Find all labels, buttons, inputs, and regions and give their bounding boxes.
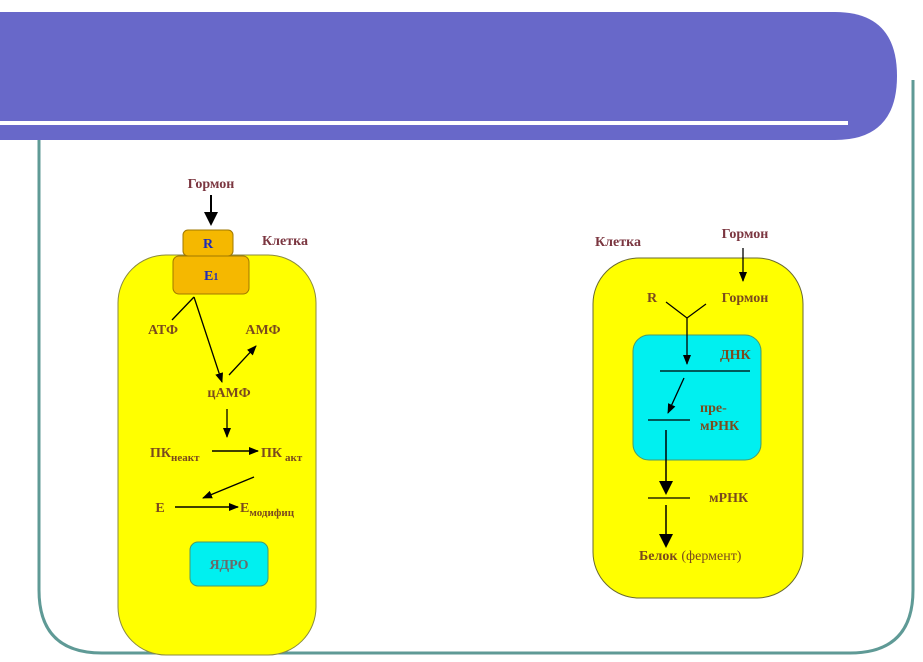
nucleus-box [632,334,762,461]
pk-inactive-label: ПКнеакт [150,446,200,464]
receptor-label: R [203,237,214,252]
amp-label: АМФ [245,323,280,338]
hormone-inside-label: Гормон [722,291,769,306]
title-underline [0,121,848,125]
slide-frame [37,80,915,655]
title-band [0,12,897,140]
receptor-label: R [647,291,658,306]
nucleus-box [189,541,269,587]
pk-to-enzyme-arrow [202,476,255,499]
cell-label: Клетка [595,235,641,250]
enzyme-box [172,255,250,295]
pre-mrna-label-2: мРНК [700,419,740,434]
atp-line [171,296,195,321]
atp-label: АТФ [148,323,178,338]
hormone-label: Гормон [188,177,235,192]
hormone-outside-label: Гормон [722,227,769,242]
camp-to-amp-arrow [228,345,257,376]
pre-mrna-label-1: пре- [700,401,727,416]
enzyme-label: E1 [204,269,218,284]
dna-label: ДНК [720,348,752,363]
cell-label: Клетка [262,234,308,249]
e-modified-label: Eмодифиц [240,501,295,519]
mrna-label: мРНК [709,491,749,506]
camp-label: цАМФ [207,386,250,401]
protein-label: Белок(фермент) [639,549,742,564]
e-label: E [155,501,164,516]
right-scheme: Клетка Гормон R Гормон ДНК пре- мРНК мРН… [592,227,804,599]
nucleus-label: ЯДРО [209,558,248,573]
left-scheme: Гормон Клетка R E1 АТФ АМФ цАМФ ПКнеакт … [117,177,317,656]
dna-to-pre-mrna-arrow [667,377,685,414]
atp-to-camp-arrow [193,296,223,383]
